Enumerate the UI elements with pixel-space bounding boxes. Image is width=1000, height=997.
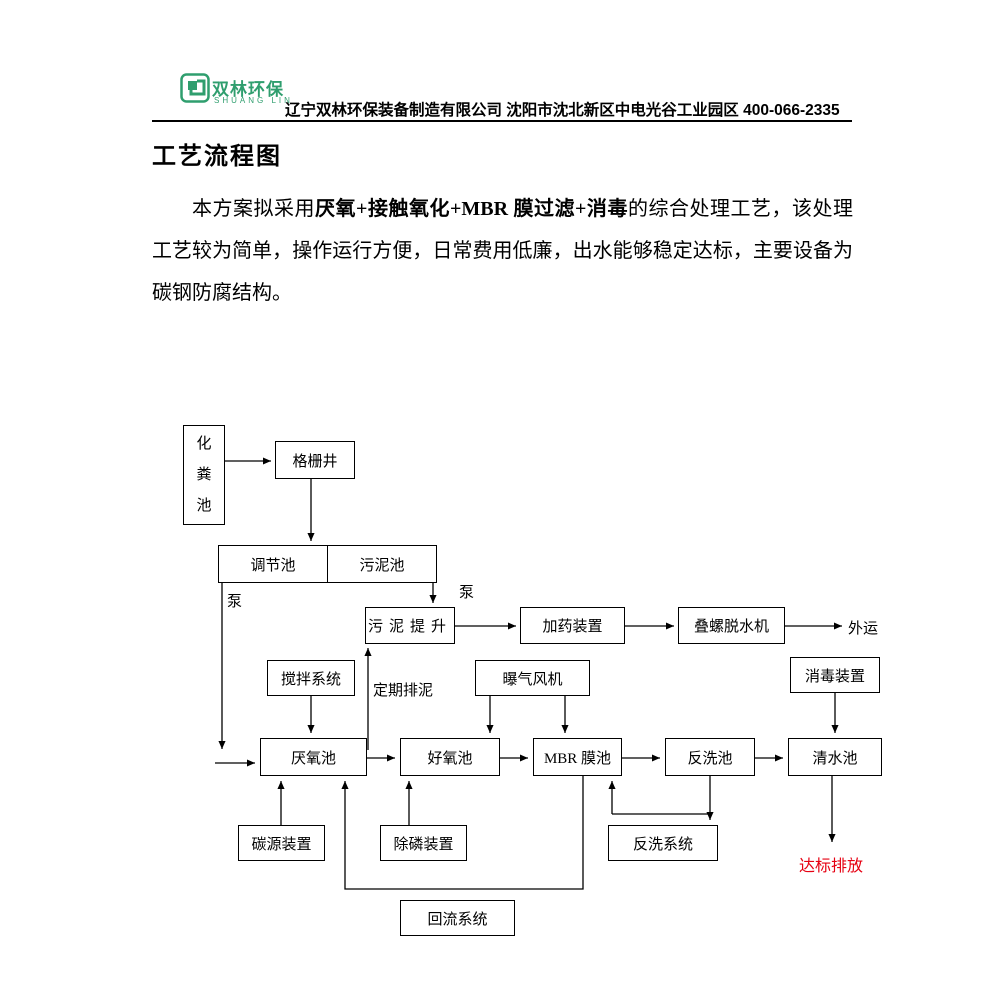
paragraph-process-names: 厌氧+接触氧化+MBR 膜过滤+消毒 [315, 198, 628, 220]
node-aerobic-tank: 好氧池 [400, 738, 500, 776]
company-info: 辽宁双林环保装备制造有限公司 沈阳市沈北新区中电光谷工业园区 400-066-2… [285, 102, 840, 119]
logo-icon [180, 73, 210, 103]
node-disinfection-device: 消毒装置 [790, 657, 880, 693]
node-clean-water-tank: 清水池 [788, 738, 882, 776]
node-sludge-lift: 污泥提升 [365, 607, 455, 644]
label-periodic-sludge: 定期排泥 [373, 683, 434, 699]
node-sludge-tank: 污泥池 [327, 545, 437, 583]
node-screw-dewaterer: 叠螺脱水机 [678, 607, 785, 644]
node-backwash-system: 反洗系统 [608, 825, 718, 861]
paragraph-rest: 的综合处理工艺，该处理工艺较为简单，操作运行方便，日常费用低廉，出水能够稳定达标… [152, 198, 853, 304]
label-pump-1: 泵 [227, 594, 243, 610]
intro-paragraph: 本方案拟采用厌氧+接触氧化+MBR 膜过滤+消毒的综合处理工艺，该处理工艺较为简… [152, 188, 853, 314]
node-mixing-system: 搅拌系统 [267, 660, 355, 696]
brand-name-en: SHUANG LIN [214, 96, 293, 105]
page-title: 工艺流程图 [152, 143, 282, 170]
node-backwash-tank: 反洗池 [665, 738, 755, 776]
node-anaerobic-tank: 厌氧池 [260, 738, 367, 776]
paragraph-lead: 本方案拟采用 [192, 198, 316, 220]
node-carbon-source-device: 碳源装置 [238, 825, 325, 861]
label-discharge-standard: 达标排放 [799, 858, 864, 875]
node-septic-tank-label: 化粪池 [196, 435, 212, 514]
node-septic-tank: 化粪池 [183, 425, 225, 525]
label-outbound: 外运 [848, 621, 879, 637]
node-reflux-system: 回流系统 [400, 900, 515, 936]
node-mbr-tank: MBR 膜池 [533, 738, 622, 776]
node-dosing-device: 加药装置 [520, 607, 625, 644]
brand-name-cn: 双林环保 [212, 80, 284, 99]
node-phosphorus-removal-device: 除磷装置 [380, 825, 467, 861]
node-regulating-tank: 调节池 [218, 545, 328, 583]
header-divider [152, 120, 852, 122]
node-aeration-fan: 曝气风机 [475, 660, 590, 696]
label-pump-2: 泵 [459, 585, 475, 601]
node-grid-well: 格栅井 [275, 441, 355, 479]
